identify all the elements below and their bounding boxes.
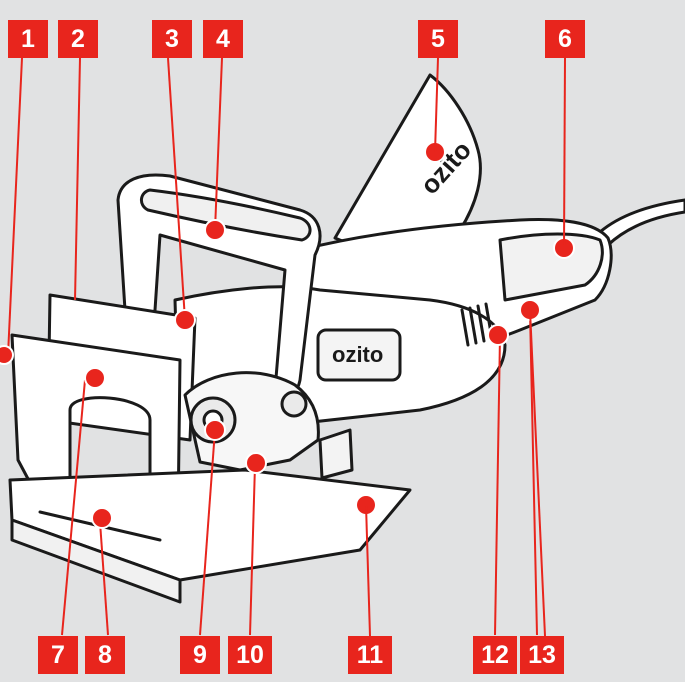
callout-5: 5 [418,20,458,58]
dot-7 [84,367,106,389]
callout-12: 12 [473,636,517,674]
side-badge-panel [316,328,402,382]
dot-1 [0,345,14,365]
callout-13: 13 [520,636,564,674]
depth-stop [318,428,354,480]
dot-9 [204,419,226,441]
callout-1: 1 [8,20,48,58]
dot-4 [204,219,226,241]
dust-bag [333,73,482,267]
front-frame [10,333,182,522]
base-front-face [10,518,182,604]
side-badge-brand: ozito [332,342,383,367]
leader-lines [7,57,538,636]
power-cord [598,198,685,247]
lock-knob [280,390,308,418]
callout-8: 8 [85,636,125,674]
dot-8 [91,507,113,529]
dot-6 [553,237,575,259]
callout-10: 10 [228,636,272,674]
dot-5 [424,141,446,163]
callout-3: 3 [152,20,192,58]
callout-6: 6 [545,20,585,58]
dot-3 [174,309,196,331]
dot-10 [245,452,267,474]
handle-grip [140,188,312,242]
callout-9: 9 [180,636,220,674]
dot-13 [519,299,541,321]
callout-2: 2 [58,20,98,58]
callout-11: 11 [348,636,392,674]
dot-11 [355,494,377,516]
callout-7: 7 [38,636,78,674]
callout-4: 4 [203,20,243,58]
dot-12 [487,324,509,346]
rear-grip [498,232,604,302]
